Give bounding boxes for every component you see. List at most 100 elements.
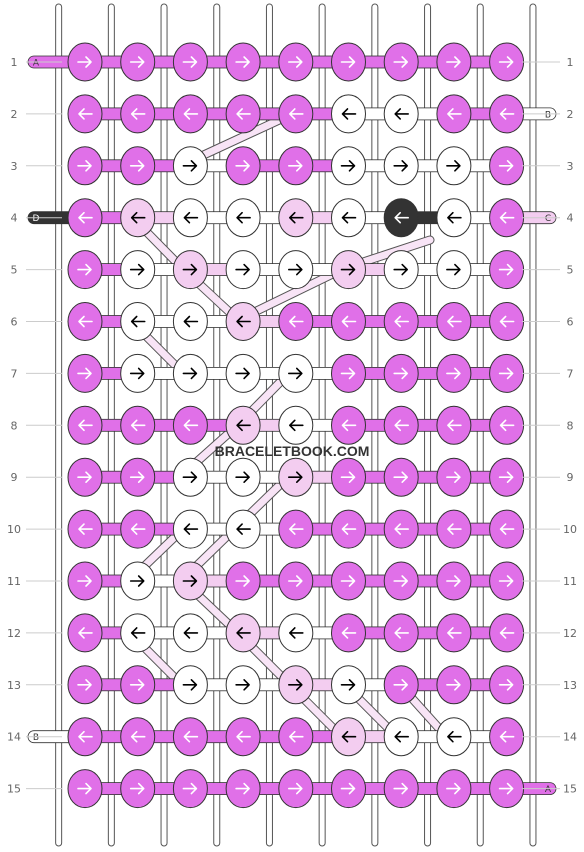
arrow-right-icon xyxy=(340,263,356,276)
arrow-right-icon xyxy=(77,263,92,276)
row-number-right: 9 xyxy=(567,471,574,484)
start-lead-a-letter: A xyxy=(33,59,40,69)
arrow-right-icon xyxy=(235,160,250,172)
row-number-right: 4 xyxy=(567,212,574,225)
end-lead-b-letter: B xyxy=(545,110,551,120)
arrow-left-icon xyxy=(289,523,304,535)
row-number-left: 12 xyxy=(7,627,21,640)
arrow-right-icon xyxy=(393,679,408,691)
arrow-left-icon xyxy=(341,315,357,328)
arrow-right-icon xyxy=(182,367,198,380)
row-number-right: 2 xyxy=(567,108,574,121)
arrow-left-icon xyxy=(499,627,515,639)
watermark: BRACELETBOOK.COM xyxy=(215,443,370,459)
arrow-right-icon xyxy=(129,367,145,380)
arrow-right-icon xyxy=(498,56,514,68)
arrow-right-icon xyxy=(182,575,198,587)
arrow-left-icon xyxy=(183,211,199,224)
arrow-left-icon xyxy=(499,523,515,535)
arrow-left-icon xyxy=(130,108,146,120)
row-number-left: 11 xyxy=(7,575,21,588)
arrow-right-icon xyxy=(288,782,303,795)
row-number-right: 12 xyxy=(563,627,577,640)
arrow-left-icon xyxy=(130,315,146,328)
arrow-left-icon xyxy=(236,523,251,535)
arrow-left-icon xyxy=(394,730,409,743)
arrow-left-icon xyxy=(183,315,199,328)
arrow-right-icon xyxy=(77,367,92,380)
arrow-right-icon xyxy=(498,782,514,795)
arrow-right-icon xyxy=(288,679,303,691)
row-number-right: 3 xyxy=(567,160,574,173)
arrow-right-icon xyxy=(77,679,92,691)
row-number-left: 10 xyxy=(7,523,21,536)
arrow-left-icon xyxy=(499,108,515,120)
arrow-right-icon xyxy=(235,679,250,691)
arrow-left-icon xyxy=(183,627,199,639)
arrow-left-icon xyxy=(183,108,199,120)
arrow-left-icon xyxy=(130,627,146,639)
arrow-left-icon xyxy=(289,419,304,432)
arrow-right-icon xyxy=(446,471,461,483)
arrow-left-icon xyxy=(289,211,304,224)
arrow-right-icon xyxy=(129,782,145,795)
arrow-right-icon xyxy=(393,263,408,276)
arrow-left-icon xyxy=(447,108,462,120)
arrow-left-icon xyxy=(341,523,357,535)
arrow-left-icon xyxy=(78,211,93,224)
start-lead-b-letter: B xyxy=(33,733,39,743)
arrow-left-icon xyxy=(183,419,199,432)
arrow-right-icon xyxy=(340,679,356,691)
arrow-right-icon xyxy=(288,263,303,276)
row-number-right: 13 xyxy=(563,679,577,692)
row-number-right: 7 xyxy=(567,367,574,380)
arrow-left-icon xyxy=(289,730,304,743)
arrow-left-icon xyxy=(289,315,304,328)
arrow-right-icon xyxy=(288,160,303,172)
row-number-right: 10 xyxy=(563,523,577,536)
arrow-left-icon xyxy=(341,108,357,120)
arrow-left-icon xyxy=(78,419,93,432)
arrow-right-icon xyxy=(288,575,303,587)
arrow-right-icon xyxy=(340,56,356,68)
arrow-right-icon xyxy=(393,471,408,483)
arrow-right-icon xyxy=(288,471,303,483)
arrow-left-icon xyxy=(394,211,409,224)
start-lead-d-letter: D xyxy=(33,214,40,224)
arrow-left-icon xyxy=(78,730,93,743)
arrow-left-icon xyxy=(130,730,146,743)
arrow-right-icon xyxy=(340,367,356,380)
row-number-left: 14 xyxy=(7,731,21,744)
arrow-right-icon xyxy=(340,160,356,172)
row-number-right: 1 xyxy=(567,56,574,69)
arrow-left-icon xyxy=(341,730,357,743)
arrow-left-icon xyxy=(447,627,462,639)
arrow-right-icon xyxy=(498,679,514,691)
arrow-left-icon xyxy=(447,419,462,432)
arrow-right-icon xyxy=(393,782,408,795)
arrow-right-icon xyxy=(182,160,198,172)
arrow-right-icon xyxy=(446,263,461,276)
arrow-left-icon xyxy=(236,108,251,120)
arrow-left-icon xyxy=(447,730,462,743)
row-number-right: 15 xyxy=(563,783,577,796)
row-number-left: 3 xyxy=(11,160,18,173)
arrow-left-icon xyxy=(341,211,357,224)
arrow-right-icon xyxy=(129,263,145,276)
arrow-right-icon xyxy=(129,160,145,172)
row-number-left: 2 xyxy=(11,108,18,121)
arrow-left-icon xyxy=(78,627,93,639)
arrow-right-icon xyxy=(182,679,198,691)
arrow-right-icon xyxy=(498,263,514,276)
arrow-right-icon xyxy=(77,782,92,795)
row-number-left: 5 xyxy=(11,264,18,277)
arrow-left-icon xyxy=(236,730,251,743)
row-number-left: 15 xyxy=(7,783,21,796)
arrow-right-icon xyxy=(393,575,408,587)
arrow-left-icon xyxy=(499,211,515,224)
row-number-left: 7 xyxy=(11,367,18,380)
arrow-right-icon xyxy=(129,575,145,587)
row-number-left: 4 xyxy=(11,212,18,225)
arrow-right-icon xyxy=(288,367,303,380)
